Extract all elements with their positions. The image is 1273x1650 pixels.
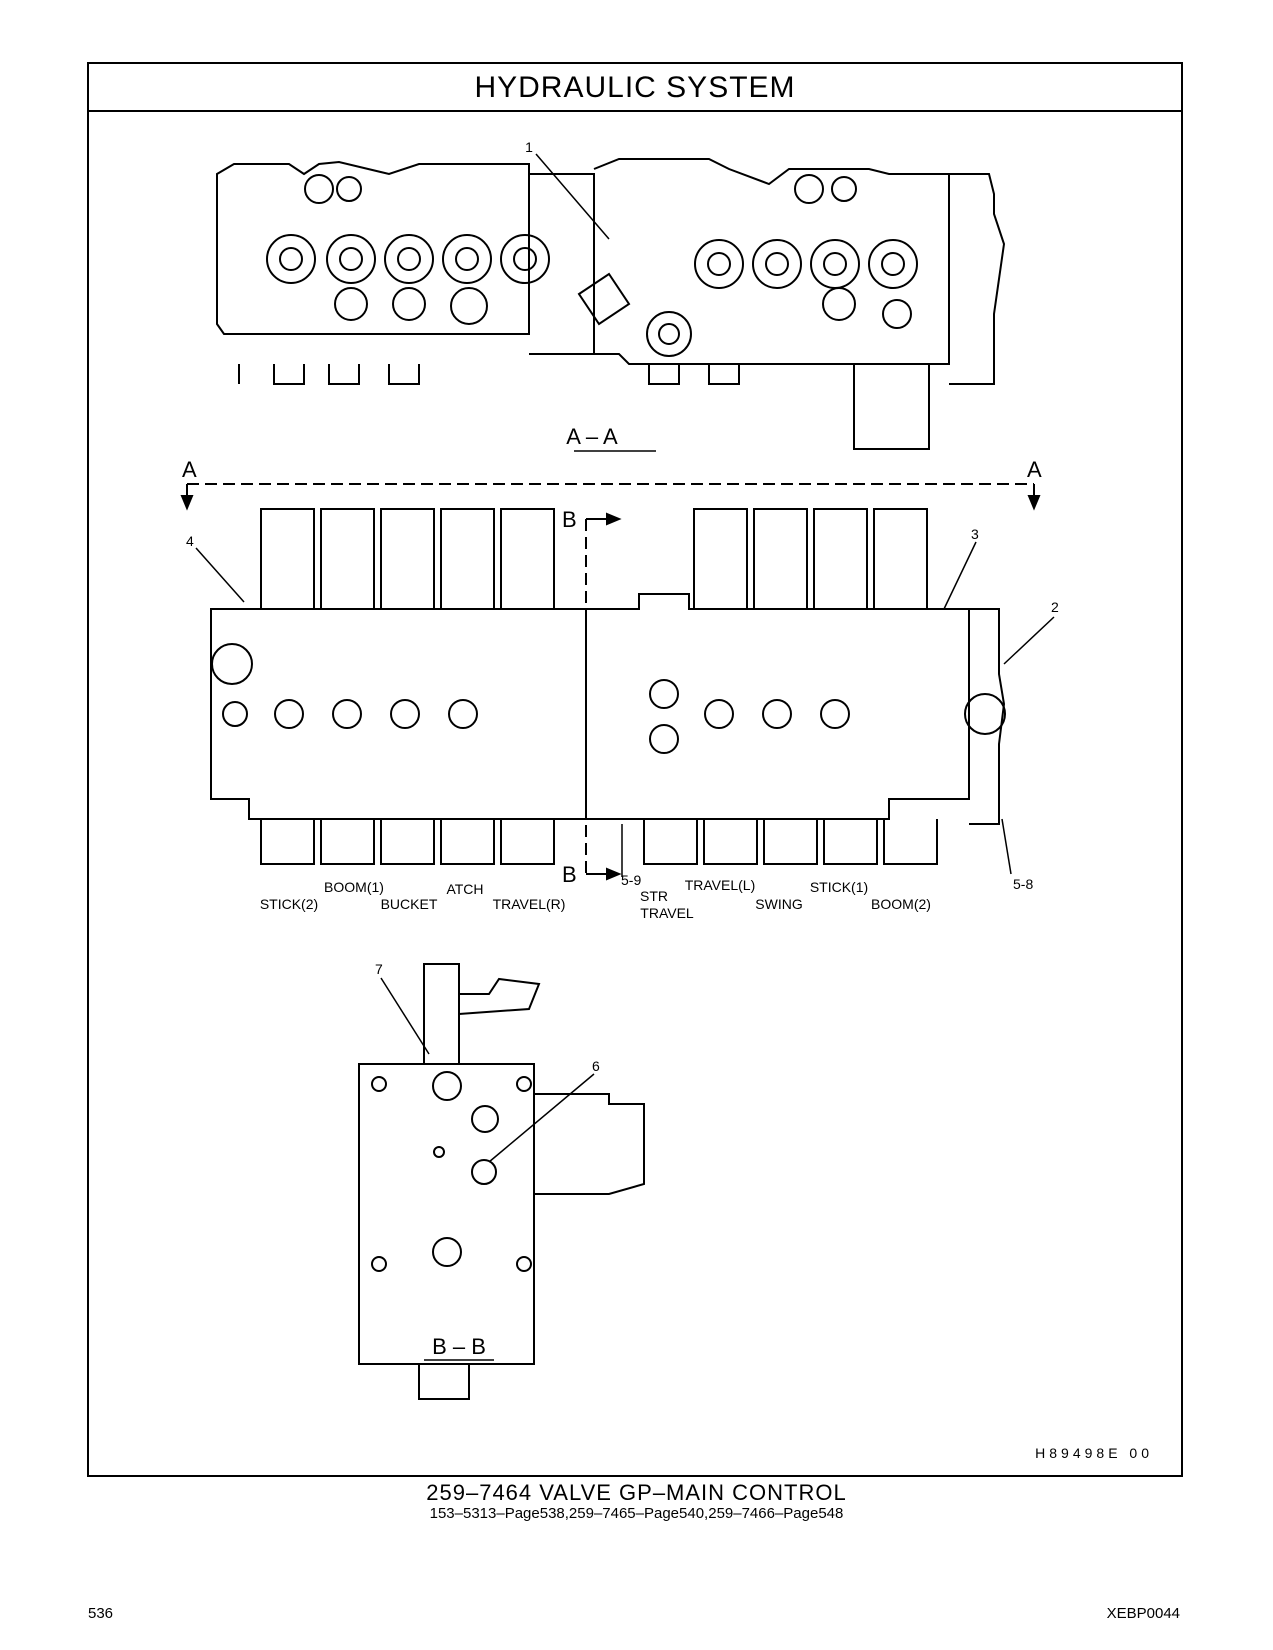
spool-label-travel-l: TRAVEL(L): [685, 877, 756, 893]
top-view-a-a: [216, 158, 1006, 450]
section-a-left: A: [182, 457, 197, 482]
spool-label-bucket: BUCKET: [381, 896, 438, 912]
section-b-top: B: [562, 507, 577, 532]
spool-label-boom-2: BOOM(2): [871, 896, 931, 912]
spool-label-boom-1: BOOM(1): [324, 879, 384, 895]
spool-label-swing: SWING: [755, 896, 802, 912]
valve-drawing: A – A A A B B STICK(2) BOOM(1) BUCKET AT…: [180, 139, 1059, 1400]
callout-2: 2: [1051, 599, 1059, 615]
section-a-right: A: [1027, 457, 1042, 482]
spool-label-travel-r: TRAVEL(R): [493, 896, 566, 912]
caption-main: 259–7464 VALVE GP–MAIN CONTROL: [426, 1480, 847, 1505]
spool-label-stick-2: STICK(2): [260, 896, 318, 912]
middle-view-ports: [211, 643, 1006, 754]
callout-3: 3: [971, 526, 979, 542]
callout-4: 4: [186, 533, 194, 549]
spool-label-stick-1: STICK(1): [810, 879, 868, 895]
callout-7: 7: [375, 961, 383, 977]
callout-5-8: 5-8: [1013, 876, 1033, 892]
callout-5-9: 5-9: [621, 872, 641, 888]
view-label-a-a: A – A: [566, 424, 618, 449]
middle-view: [180, 483, 1041, 881]
caption-references: 153–5313–Page538,259–7465–Page540,259–74…: [429, 1505, 844, 1522]
page-title: HYDRAULIC SYSTEM: [89, 64, 1181, 112]
illustration-code: H89498E 00: [1035, 1445, 1153, 1461]
spool-label-atch: ATCH: [446, 881, 483, 897]
bottom-view-b-b: [358, 963, 645, 1400]
page-number: 536: [88, 1605, 114, 1622]
callout-6: 6: [592, 1058, 600, 1074]
middle-view-bottom-housings: [260, 819, 938, 865]
middle-view-top-housings: [260, 508, 928, 609]
top-view-spools: [266, 174, 918, 357]
callout-1: 1: [525, 139, 533, 155]
spool-label-travel: TRAVEL: [640, 905, 694, 921]
document-id: XEBP0044: [1106, 1605, 1180, 1622]
drawing-frame: HYDRAULIC SYSTEM: [87, 62, 1183, 1477]
section-b-bottom: B: [562, 862, 577, 887]
leader-lines: [195, 153, 1055, 1163]
view-label-b-b: B – B: [432, 1334, 486, 1359]
spool-label-str: STR: [640, 888, 668, 904]
